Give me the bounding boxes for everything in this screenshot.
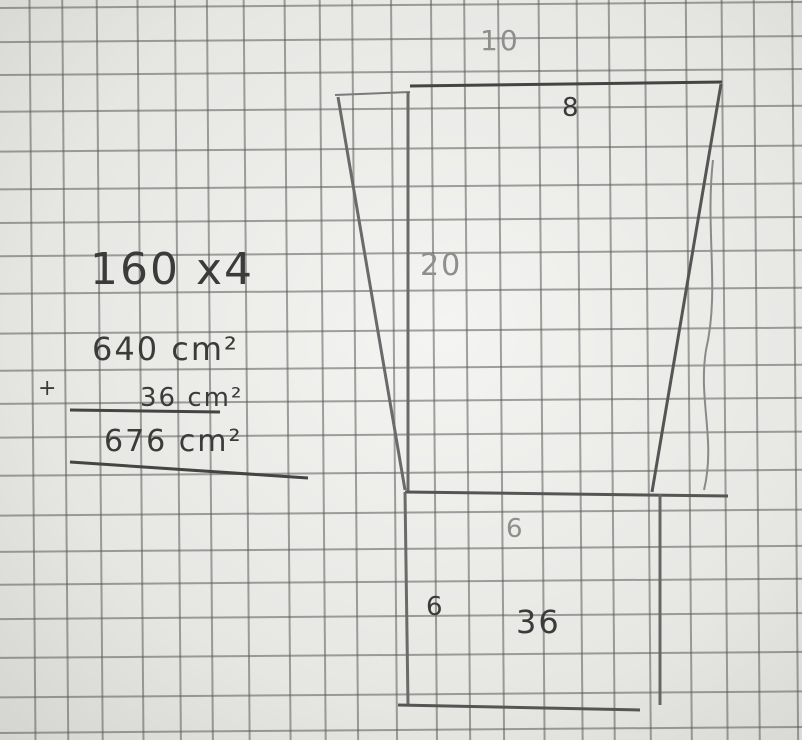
grid-vertical-line bbox=[463, 0, 472, 740]
sum-line-long bbox=[69, 460, 309, 480]
grid-horizontal-line bbox=[0, 144, 802, 153]
grid-horizontal-line bbox=[0, 612, 802, 621]
dimension-bottom-side: 6 bbox=[426, 592, 445, 622]
grid-vertical-line bbox=[497, 0, 506, 740]
grid-vertical-line bbox=[537, 0, 546, 740]
calc-line-1: 160 x4 bbox=[90, 244, 255, 295]
grid-vertical-line bbox=[575, 0, 584, 740]
grid-horizontal-line bbox=[0, 725, 802, 734]
calc-line-3: 36 cm² bbox=[140, 383, 244, 413]
grid-horizontal-line bbox=[0, 182, 802, 191]
grid-horizontal-line bbox=[0, 577, 802, 586]
dimension-top-right: 8 bbox=[562, 93, 581, 123]
grid-horizontal-line bbox=[0, 1, 802, 9]
grid-horizontal-line bbox=[0, 650, 802, 659]
dimension-height: 20 bbox=[420, 248, 463, 283]
sum-line-short bbox=[69, 408, 221, 414]
grid-horizontal-line bbox=[0, 544, 802, 553]
grid-vertical-line bbox=[791, 0, 800, 740]
plus-sign: + bbox=[38, 376, 59, 401]
grid-horizontal-line bbox=[0, 215, 802, 224]
grid-vertical-line bbox=[643, 0, 652, 740]
grid-horizontal-line bbox=[0, 363, 802, 372]
grid-horizontal-line bbox=[0, 35, 802, 44]
wavy-line bbox=[702, 159, 714, 491]
grid-vertical-line bbox=[752, 0, 761, 740]
grid-vertical-line bbox=[720, 0, 729, 740]
square-left bbox=[403, 491, 410, 706]
grid-horizontal-line bbox=[0, 104, 802, 113]
grid-horizontal-line bbox=[0, 690, 802, 699]
grid-vertical-line bbox=[607, 0, 616, 740]
grid-horizontal-line bbox=[0, 326, 802, 335]
trapezoid-left-edge bbox=[336, 96, 407, 491]
trapezoid-left-top bbox=[334, 91, 411, 96]
dimension-top: 10 bbox=[480, 24, 520, 57]
grid-horizontal-line bbox=[0, 430, 802, 439]
calc-line-4: 676 cm² bbox=[104, 424, 243, 459]
square-area-label: 36 bbox=[516, 603, 561, 641]
grid-horizontal-line bbox=[0, 249, 802, 258]
trapezoid-right-edge bbox=[650, 83, 723, 493]
dimension-bottom-top: 6 bbox=[506, 514, 525, 544]
rectangle-bottom bbox=[404, 490, 729, 498]
grid-horizontal-line bbox=[0, 68, 802, 77]
square-bottom bbox=[397, 703, 641, 712]
grid-horizontal-line bbox=[0, 508, 802, 517]
top-edge bbox=[409, 80, 723, 88]
grid-horizontal-line bbox=[0, 286, 802, 295]
grid-vertical-line bbox=[684, 0, 693, 740]
calc-line-2: 640 cm² bbox=[92, 330, 239, 368]
